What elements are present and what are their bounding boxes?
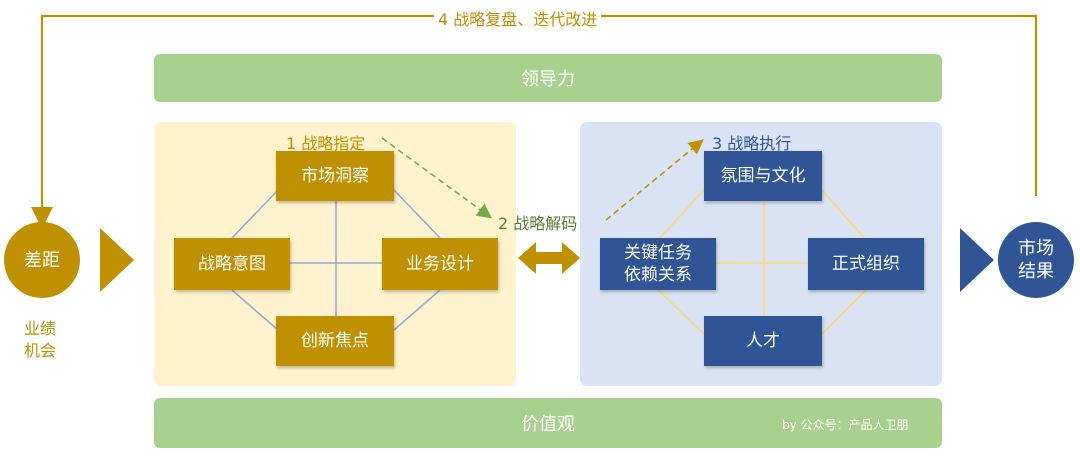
step1-to-step2-arrow bbox=[381, 137, 493, 219]
chevron-right bbox=[960, 228, 994, 292]
step1-label: 1 战略指定 bbox=[286, 134, 366, 153]
double-arrow bbox=[518, 242, 580, 274]
step2-label: 2 战略解码 bbox=[498, 214, 578, 233]
feedback-loop-label: 4 战略复盘、迭代改进 bbox=[434, 6, 602, 30]
market-result-circle: 市场 结果 bbox=[998, 222, 1074, 298]
climate-culture-box: 氛围与文化 bbox=[704, 151, 822, 201]
step2-to-step3-arrow bbox=[605, 139, 704, 221]
innovation-focus-box: 创新焦点 bbox=[276, 316, 394, 366]
feedback-loop-line bbox=[31, 14, 1038, 229]
gap-caption: 业绩 机会 bbox=[24, 319, 57, 360]
formal-org-box: 正式组织 bbox=[808, 238, 924, 290]
watermark: by 公众号：产品人卫朋 bbox=[782, 418, 909, 432]
strategic-intent-box: 战略意图 bbox=[174, 238, 290, 290]
talent-box: 人才 bbox=[704, 316, 822, 366]
key-tasks-box: 关键任务 依赖关系 bbox=[600, 238, 716, 290]
business-design-box: 业务设计 bbox=[382, 238, 498, 290]
market-insight-box: 市场洞察 bbox=[276, 151, 394, 201]
gap-circle: 差距 bbox=[4, 222, 80, 298]
values-band: 价值观 bbox=[154, 398, 942, 448]
step3-label: 3 战略执行 bbox=[712, 134, 792, 153]
strategy-connectors bbox=[231, 189, 441, 331]
chevron-left bbox=[100, 228, 134, 292]
execution-connectors bbox=[657, 189, 867, 335]
leadership-band: 领导力 bbox=[154, 54, 942, 102]
